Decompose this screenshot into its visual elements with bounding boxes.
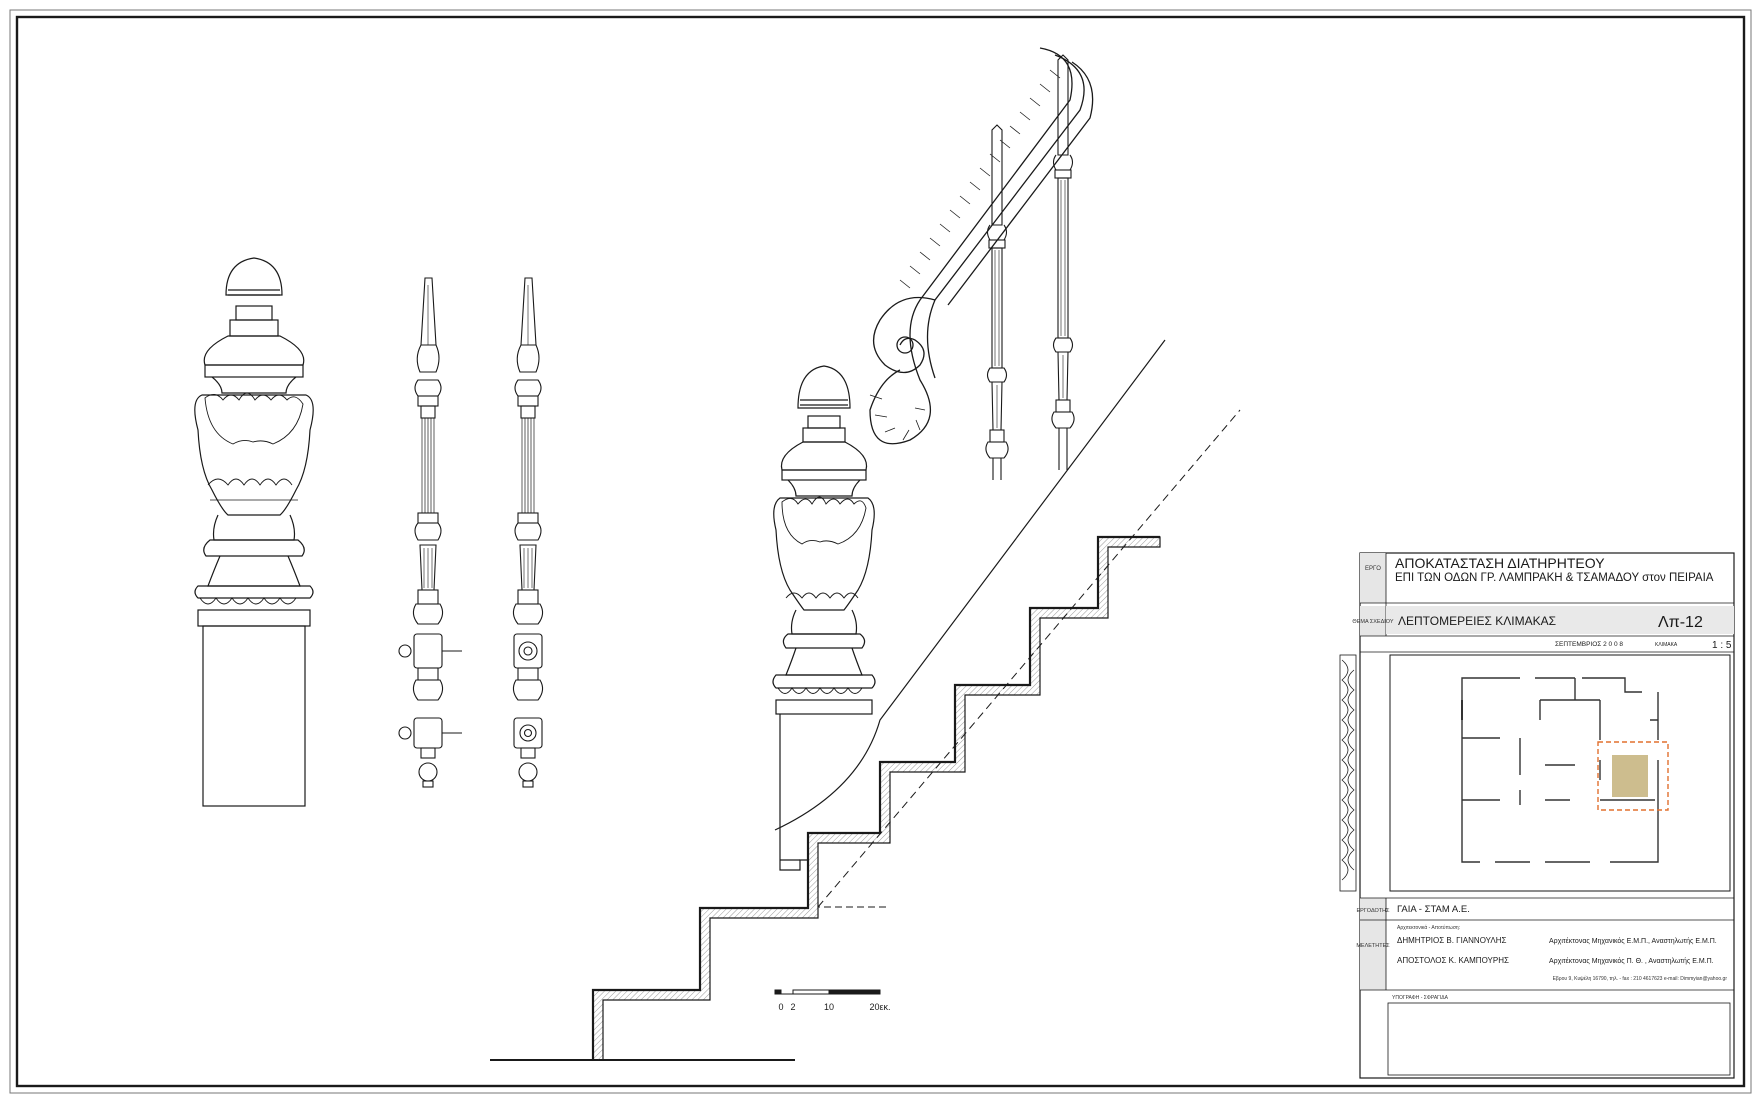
project-title-line-1: ΑΠΟΚΑΤΑΣΤΑΣΗ ΔΙΑΤΗΡΗΤΕΟΥ — [1395, 555, 1605, 571]
client-name: ΓΑΙΑ - ΣΤΑΜ Α.Ε. — [1397, 904, 1470, 915]
signature-box — [1387, 1002, 1731, 1076]
designer-contact: Εβρου 9, Κυψέλη 16790, τηλ. - fax : 210 … — [1553, 975, 1728, 982]
scale-bar-tick-20: 20εκ. — [869, 1002, 890, 1012]
client-label: ΕΡΓΟΔΟΤΗΣ — [1356, 908, 1390, 914]
inner-frame — [15, 15, 1746, 1088]
baluster-side-elevation — [398, 277, 462, 788]
scale-bar-tick-10: 10 — [824, 1002, 834, 1012]
scale-label: ΚΛΙΜΑΚΑ — [1655, 642, 1678, 648]
handrail-volute — [869, 47, 1094, 445]
scale-bar — [774, 989, 881, 995]
project-label: ΕΡΓΟ — [1365, 566, 1381, 572]
newel-post-elevation — [194, 257, 314, 807]
designers-label: ΜΕΛΕΤΗΤΕΣ — [1356, 943, 1390, 949]
drawing-scale: 1 : 5 — [1712, 640, 1732, 651]
stair-section — [490, 339, 1241, 1061]
newel-post-on-stair — [772, 365, 876, 908]
designers-heading: Αρχιτεκτονικά - Αποτύπωση: — [1397, 924, 1460, 931]
title-block — [1339, 552, 1735, 1079]
designer-1-role: Αρχιτέκτονας Μηχανικός Ε.Μ.Π., Αναστηλωτ… — [1549, 937, 1717, 945]
stair-baluster-1 — [985, 124, 1009, 480]
outer-frame — [9, 9, 1752, 1094]
project-title-line-2: ΕΠΙ ΤΩΝ ΟΔΩΝ ΓΡ. ΛΑΜΠΡΑΚΗ & ΤΣΑΜΑΔΟΥ στο… — [1395, 572, 1714, 584]
sheet-code: Λπ-12 — [1658, 614, 1703, 631]
signature-label: ΥΠΟΓΡΑΦΗ - ΣΦΡΑΓΙΔΑ — [1392, 995, 1449, 1001]
baluster-front-elevation — [512, 277, 544, 788]
key-plan — [1461, 677, 1669, 863]
drawing-date: ΣΕΠΤΕΜΒΡΙΟΣ 2 0 0 8 — [1555, 641, 1623, 648]
drawing-subject: ΛΕΠΤΟΜΕΡΕΙΕΣ ΚΛΙΜΑΚΑΣ — [1398, 614, 1556, 628]
designer-1-name: ΔΗΜΗΤΡΙΟΣ Β. ΓΙΑΝΝΟΥΛΗΣ — [1397, 936, 1507, 945]
designer-2-name: ΑΠΟΣΤΟΛΟΣ Κ. ΚΑΜΠΟΥΡΗΣ — [1397, 956, 1509, 965]
scale-bar-tick-0: 0 — [778, 1002, 783, 1012]
subject-label: ΘΕΜΑ ΣΧΕΔΙΟΥ — [1352, 619, 1393, 625]
stair-baluster-2 — [1051, 54, 1075, 470]
scale-bar-tick-2: 2 — [790, 1002, 795, 1012]
designer-2-role: Αρχιτέκτονας Μηχανικός Π. Θ. , Αναστηλωτ… — [1549, 957, 1714, 965]
